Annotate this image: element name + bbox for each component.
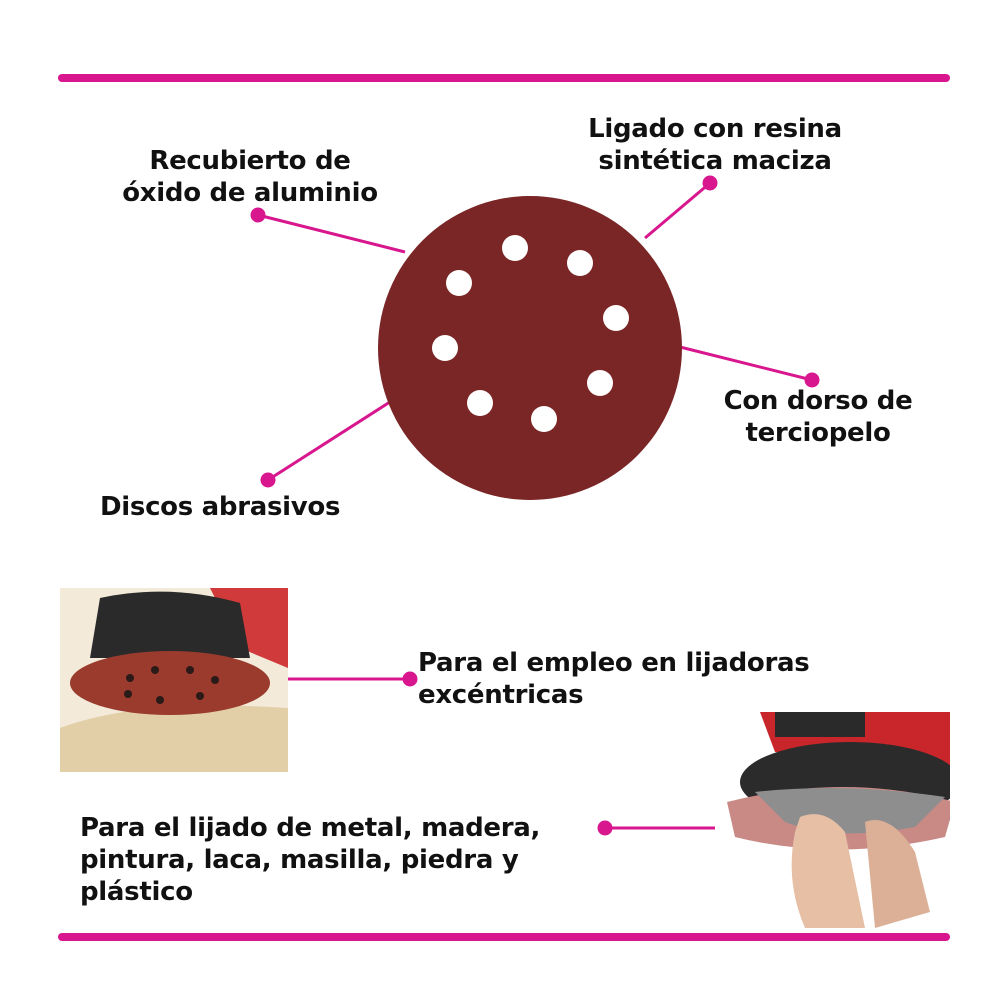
callout-text: sintética maciza <box>598 146 832 176</box>
callout-product: Discos abrasivos <box>100 492 341 522</box>
sander-on-wood-photo <box>60 588 288 772</box>
feature-materials: Para el lijado de metal, madera, pintura… <box>80 812 540 908</box>
feature-text: excéntricas <box>418 680 584 710</box>
callout-text: terciopelo <box>745 418 891 448</box>
top-divider <box>58 74 950 82</box>
feature-text: plástico <box>80 877 193 907</box>
bottom-divider <box>58 933 950 941</box>
callout-text: Recubierto de <box>149 146 351 176</box>
sanding-disc-image <box>378 196 682 500</box>
feature-text: pintura, laca, masilla, piedra y <box>80 845 519 875</box>
hand-disc-photo <box>715 712 950 928</box>
feature-usage: Para el empleo en lijadoras excéntricas <box>418 647 810 711</box>
callout-text: óxido de aluminio <box>122 178 378 208</box>
feature-text: Para el empleo en lijadoras <box>418 648 810 678</box>
callout-bonding: Ligado con resina sintética maciza <box>555 113 875 177</box>
callout-text: Ligado con resina <box>588 114 842 144</box>
callout-coating: Recubierto de óxido de aluminio <box>90 145 410 209</box>
callout-dot-usage <box>402 671 418 687</box>
callout-backing: Con dorso de terciopelo <box>678 385 958 449</box>
callout-dot-materials <box>597 820 613 836</box>
callout-dot-bonding <box>702 175 718 191</box>
callout-line-bonding <box>644 181 711 240</box>
callout-line-backing <box>679 345 813 382</box>
callout-dot-coating <box>250 207 266 223</box>
callout-dot-backing <box>804 372 820 388</box>
callout-line-coating <box>257 213 406 254</box>
callout-line-product <box>267 398 394 482</box>
feature-text: Para el lijado de metal, madera, <box>80 813 541 843</box>
callout-text: Con dorso de <box>723 386 913 416</box>
callout-dot-product <box>260 472 276 488</box>
